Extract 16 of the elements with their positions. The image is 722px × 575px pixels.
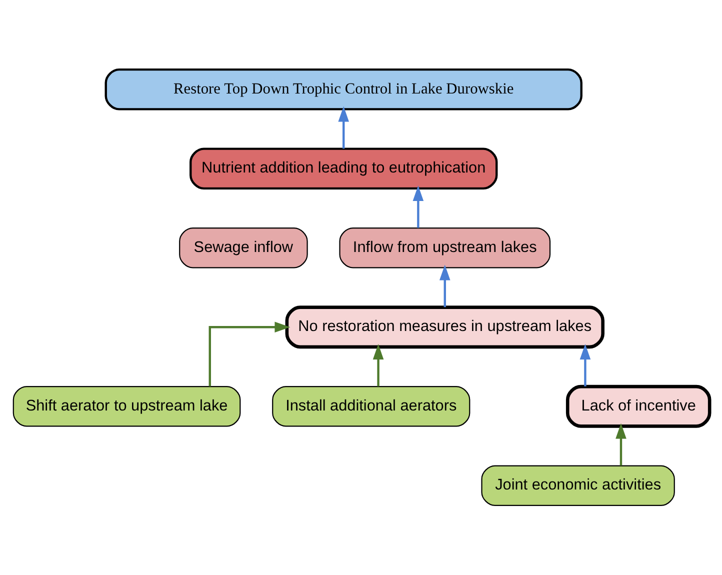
node-box: No restoration measures in upstream lakes (284, 306, 604, 349)
arrow (412, 186, 424, 228)
node-box: Joint economic activities (480, 465, 674, 506)
arrow (615, 423, 626, 466)
arrow (579, 344, 590, 386)
arrow (338, 106, 349, 149)
node-box: Sewage inflow (178, 228, 308, 268)
arrow (208, 322, 290, 386)
arrow (372, 344, 384, 386)
arrow (438, 264, 450, 308)
node-box: Inflow from upstream lakes (338, 228, 550, 268)
node-box: Install additional aerators (272, 386, 470, 427)
node-box: Lack of incentive (565, 384, 711, 428)
node-box: Nutrient addition leading to eutrophication (189, 148, 498, 190)
node-box: Restore Top Down Trophic Control in Lake Durowskie (104, 68, 582, 110)
node-box: Shift aerator to upstream lake (12, 386, 240, 427)
